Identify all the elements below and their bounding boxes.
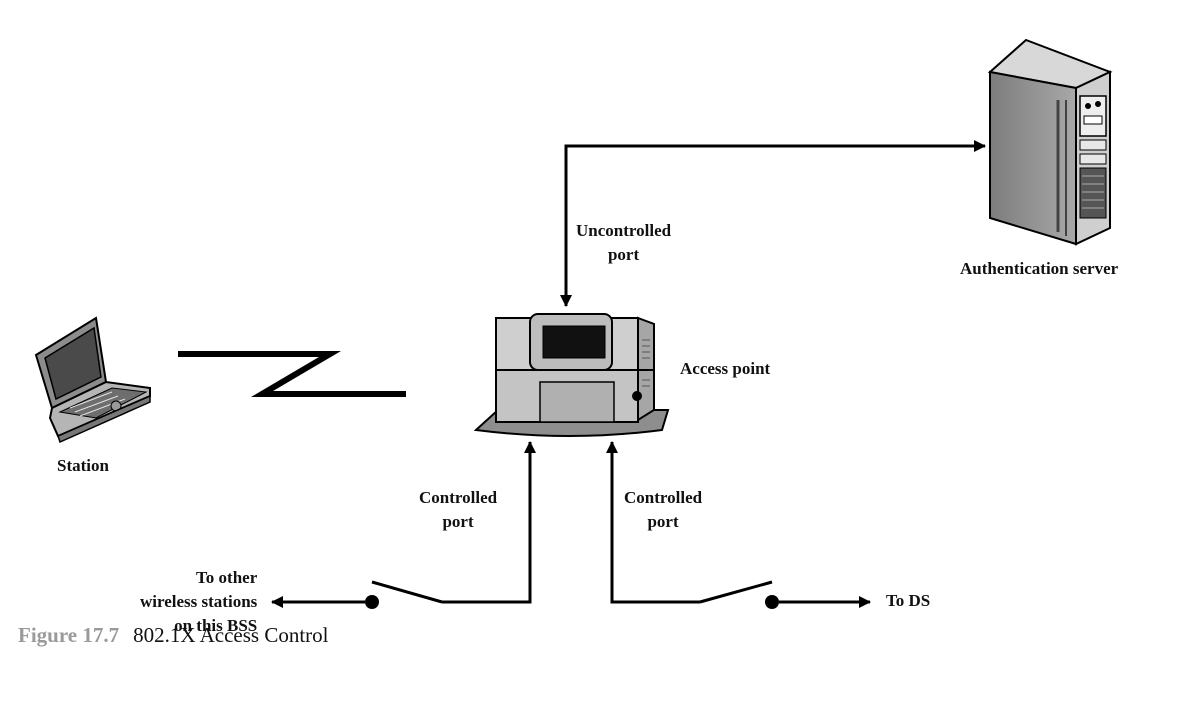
to-other-stations-label: To other wireless stations on this BSS	[140, 568, 258, 635]
to-ds-label: To DS	[886, 591, 931, 610]
controlled-port-right-label: Controlled port	[624, 488, 703, 531]
uncontrolled-port-label: Uncontrolled port	[576, 221, 672, 264]
switch-contact-right	[765, 595, 779, 609]
figure-title: 802.1X Access Control	[133, 623, 329, 647]
access-point-icon	[473, 313, 670, 437]
uncontrolled-port-link	[560, 140, 986, 307]
controlled-port-left-label: Controlled port	[419, 488, 498, 531]
wireless-link	[178, 351, 406, 397]
station-label: Station	[57, 456, 109, 475]
authentication-server-label: Authentication server	[960, 259, 1119, 278]
figure-number: Figure 17.7	[18, 623, 120, 647]
right-controlled-port-link	[606, 441, 871, 609]
access-point-label: Access point	[680, 359, 771, 378]
switch-contact-left	[365, 595, 379, 609]
server-tower-icon	[987, 38, 1113, 246]
left-controlled-port-link	[271, 441, 536, 609]
figure-caption: Figure 17.7 802.1X Access Control	[18, 623, 329, 648]
laptop-icon	[34, 316, 151, 444]
